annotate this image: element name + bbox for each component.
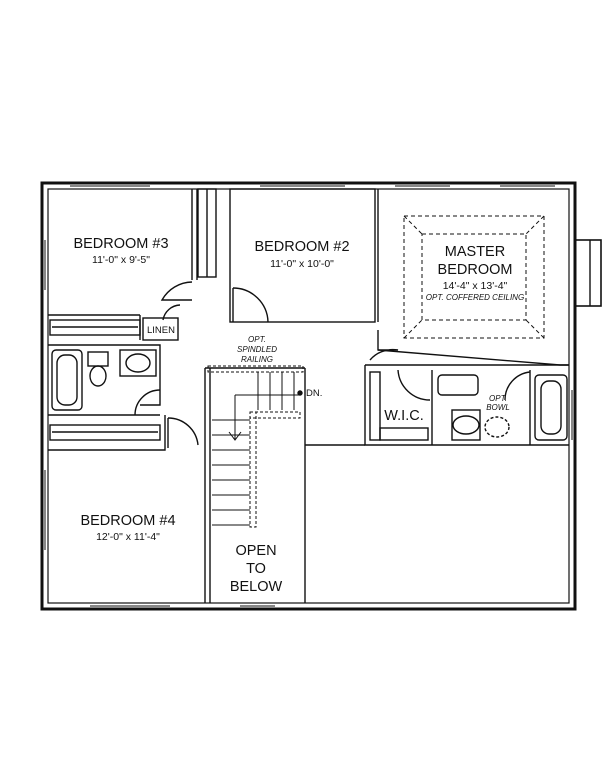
bedroom4-walls bbox=[48, 415, 166, 451]
bedroom2-name: BEDROOM #2 bbox=[254, 239, 349, 255]
hall-sink bbox=[119, 349, 157, 377]
railing bbox=[207, 365, 304, 373]
bedroom3-name: BEDROOM #3 bbox=[73, 236, 168, 252]
opt-bowl bbox=[484, 416, 510, 438]
master-toilet bbox=[437, 374, 479, 396]
bowl-note-1: OPT. bbox=[489, 394, 507, 403]
master-ceiling-note: OPT. COFFERED CEILING bbox=[426, 293, 524, 302]
bowl-note-2: BOWL bbox=[486, 403, 510, 412]
bedroom3-dims: 11'-0" x 9'-5" bbox=[92, 254, 150, 266]
windows bbox=[44, 185, 573, 607]
linen-closet bbox=[142, 317, 179, 341]
bedroom2-door bbox=[232, 287, 269, 323]
open-to-below-line2: TO bbox=[246, 561, 266, 577]
exterior-wall bbox=[40, 181, 577, 611]
master-dims: 14'-4" x 13'-4" bbox=[443, 280, 508, 292]
hall-bath-walls bbox=[48, 344, 161, 416]
exterior-bay bbox=[574, 239, 602, 307]
open-to-below-line1: OPEN bbox=[235, 543, 276, 559]
bedroom4-door bbox=[167, 417, 199, 446]
master-tub bbox=[534, 374, 568, 441]
master-name-line2: BEDROOM bbox=[438, 262, 513, 278]
hall-tub bbox=[51, 349, 83, 411]
bedroom4-dims: 12'-0" x 11'-4" bbox=[96, 531, 160, 543]
railing-note-1: OPT. bbox=[248, 335, 266, 344]
bedroom2-dims: 11'-0" x 10'-0" bbox=[270, 258, 334, 270]
railing-note-3: RAILING bbox=[241, 355, 273, 364]
open-to-below-line3: BELOW bbox=[230, 579, 283, 595]
linen-label: LINEN bbox=[147, 325, 175, 336]
bedroom3-door bbox=[160, 281, 193, 301]
master-name-line1: MASTER bbox=[445, 244, 505, 260]
bedroom3-closet bbox=[49, 319, 141, 336]
wic-shelf bbox=[369, 371, 381, 441]
master-bath-door bbox=[504, 371, 531, 401]
hall-toilet bbox=[87, 351, 109, 367]
wic-label: W.I.C. bbox=[384, 408, 423, 424]
bedroom4-closet bbox=[49, 424, 161, 441]
coffered-ceiling bbox=[403, 215, 545, 339]
master-bath-walls bbox=[364, 364, 569, 446]
stair-down-label: DN. bbox=[306, 388, 322, 399]
bedroom4-name: BEDROOM #4 bbox=[80, 513, 175, 529]
stair-walls bbox=[204, 367, 365, 603]
railing-note-2: SPINDLED bbox=[237, 345, 277, 354]
stair-arrow bbox=[228, 394, 300, 441]
bedroom2-walls bbox=[229, 188, 376, 323]
wic-door bbox=[397, 369, 431, 401]
